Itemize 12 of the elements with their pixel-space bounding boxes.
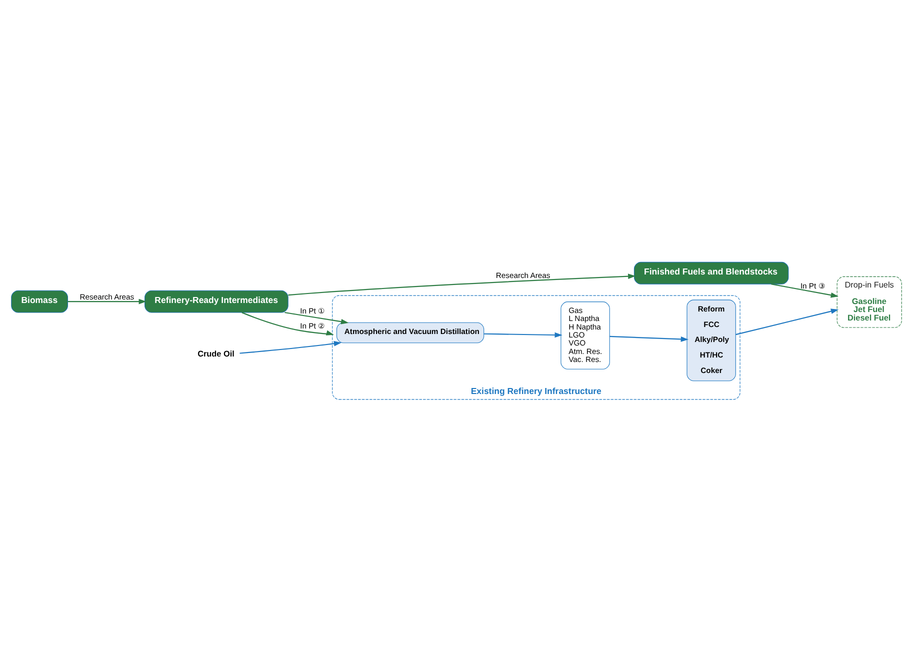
arrow: [288, 274, 636, 296]
arrow: [736, 308, 839, 336]
arrow: [242, 312, 334, 336]
arrow: [240, 340, 342, 354]
arrow: [771, 284, 838, 298]
node-box: Biomass: [11, 290, 68, 313]
node-box: Finished Fuels and Blendstocks: [634, 262, 789, 284]
arrow: [484, 332, 562, 338]
arrow: [610, 336, 688, 342]
arrow: [284, 312, 349, 324]
node-box: Refinery-Ready Intermediates: [144, 290, 288, 313]
arrow: [68, 298, 146, 304]
